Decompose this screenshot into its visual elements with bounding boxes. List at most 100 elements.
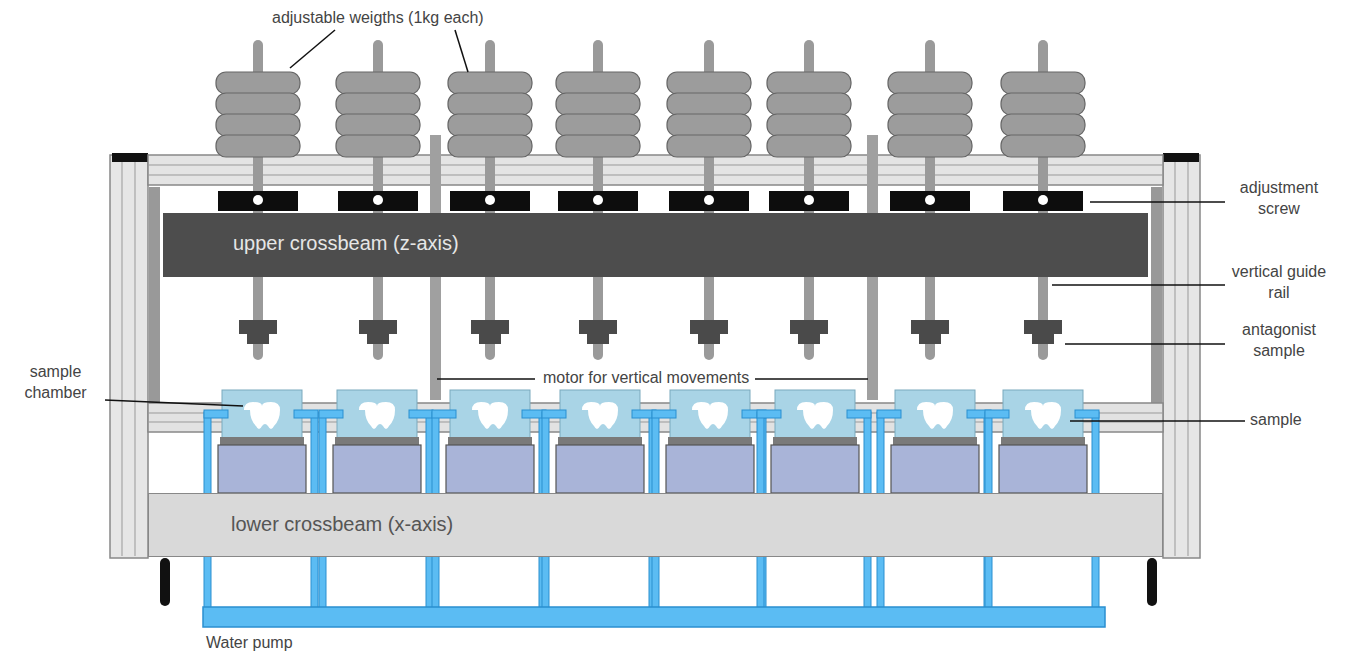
weight-disc (336, 93, 420, 115)
antagonist-holder (471, 320, 509, 344)
pipe-nozzle (409, 410, 433, 418)
tooth-sample (917, 402, 953, 429)
screw-dot (804, 195, 814, 205)
antagonist-holder (1024, 320, 1062, 344)
crossbeam-label: upper crossbeam (z-axis) (233, 232, 459, 255)
tooth-sample (244, 402, 280, 429)
weight-disc (336, 114, 420, 136)
tooth-sample (1025, 402, 1061, 429)
sample-chamber (560, 390, 640, 438)
weight-disc (888, 114, 972, 136)
part-label: adjustable weigths (1kg each) (272, 8, 572, 29)
pipe-nozzle (294, 410, 318, 418)
part-label: adjustment screw (1229, 178, 1329, 220)
pipe-nozzle (757, 410, 781, 418)
screw-dot (373, 195, 383, 205)
weight-disc (888, 93, 972, 115)
sample-plate (773, 437, 857, 445)
weight-disc (216, 114, 300, 136)
sample-plate (335, 437, 419, 445)
weight-disc (556, 93, 640, 115)
sample-chamber (775, 390, 855, 438)
weight-disc (1001, 135, 1085, 157)
sample-plate (1001, 437, 1085, 445)
pipe-nozzle (319, 410, 343, 418)
weight-disc (556, 114, 640, 136)
antagonist-holder (239, 320, 277, 344)
pipe-nozzle (985, 410, 1009, 418)
sample-base (556, 445, 644, 493)
adjustment-screw (769, 191, 849, 211)
antagonist-holder (579, 320, 617, 344)
adjustment-screw (1003, 191, 1083, 211)
weight-disc (767, 135, 851, 157)
adjustment-screw (218, 191, 298, 211)
weight-disc (667, 114, 751, 136)
tooth-sample (472, 402, 508, 429)
sample-chamber (450, 390, 530, 438)
sample-base (666, 445, 754, 493)
weight-disc (448, 114, 532, 136)
pipe-nozzle (847, 410, 871, 418)
adjustment-screw (338, 191, 418, 211)
weight-disc (1001, 114, 1085, 136)
weight-disc (888, 72, 972, 94)
weight-disc (1001, 93, 1085, 115)
weight-disc (767, 93, 851, 115)
weight-disc (767, 72, 851, 94)
sample-plate (558, 437, 642, 445)
tooth-sample (359, 402, 395, 429)
pipe-nozzle (432, 410, 456, 418)
sample-base (891, 445, 979, 493)
sample-chamber (337, 390, 417, 438)
pipe-nozzle (652, 410, 676, 418)
adjustment-screw (450, 191, 530, 211)
sample-plate (668, 437, 752, 445)
sample-chamber (895, 390, 975, 438)
screw-dot (1038, 195, 1048, 205)
pipe-nozzle (204, 410, 228, 418)
pipe-nozzle (1075, 410, 1099, 418)
part-label: Water pump (206, 633, 406, 654)
antagonist-holder (359, 320, 397, 344)
pipe-nozzle (877, 410, 901, 418)
sample-base (999, 445, 1087, 493)
tooth-sample (582, 402, 618, 429)
sample-plate (448, 437, 532, 445)
sample-base (218, 445, 306, 493)
weight-disc (336, 135, 420, 157)
weight-disc (216, 135, 300, 157)
weight-disc (767, 114, 851, 136)
screw-dot (253, 195, 263, 205)
sample-chamber (222, 390, 302, 438)
screw-dot (593, 195, 603, 205)
weight-disc (667, 135, 751, 157)
weight-disc (448, 72, 532, 94)
weight-disc (216, 72, 300, 94)
antagonist-holder (911, 320, 949, 344)
antagonist-holder (790, 320, 828, 344)
adjustment-screw (669, 191, 749, 211)
part-label: motor for vertical movements (541, 368, 751, 389)
tooth-sample (692, 402, 728, 429)
weight-disc (448, 93, 532, 115)
part-label: vertical guide rail (1229, 262, 1329, 304)
sample-chamber (1003, 390, 1083, 438)
sample-base (771, 445, 859, 493)
part-label: antagonist sample (1229, 320, 1329, 362)
sample-plate (893, 437, 977, 445)
screw-dot (485, 195, 495, 205)
weight-disc (556, 135, 640, 157)
weight-disc (336, 72, 420, 94)
weight-disc (448, 135, 532, 157)
part-label: sample (1250, 410, 1340, 431)
weight-disc (888, 135, 972, 157)
sample-chamber (670, 390, 750, 438)
adjustment-screw (890, 191, 970, 211)
weight-disc (667, 72, 751, 94)
sample-plate (220, 437, 304, 445)
sample-base (446, 445, 534, 493)
sample-base (333, 445, 421, 493)
adjustment-screw (558, 191, 638, 211)
